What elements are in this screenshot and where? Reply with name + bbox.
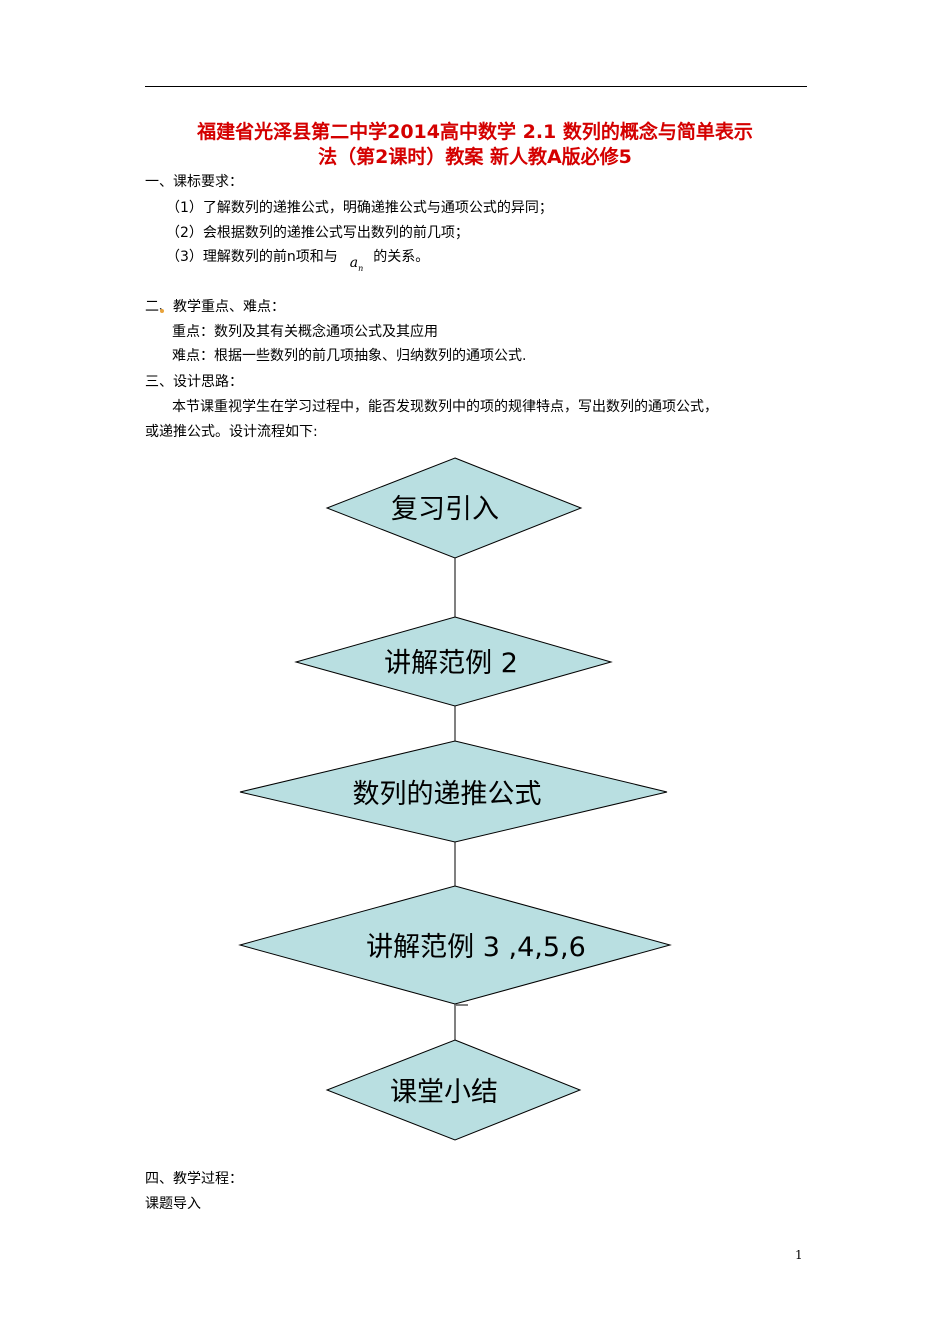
section1-item3: （3）理解数列的前n项和与 an 的关系。	[166, 247, 430, 273]
a-n-subscript: n	[358, 264, 364, 273]
document-title-line2: 法（第2课时）教案 新人教A版必修5	[318, 146, 632, 168]
diamond-step-3	[239, 740, 668, 843]
header-rule	[145, 86, 807, 87]
diamond-step-5	[325, 1039, 582, 1141]
step-label-5: 课堂小结	[390, 1077, 498, 1108]
section1-heading: 一、课标要求：	[145, 174, 243, 190]
section2-heading-text: 二、教学重点、难点：	[145, 299, 285, 315]
section4-sub: 课题导入	[145, 1196, 201, 1212]
section4-heading: 四、教学过程：	[145, 1171, 243, 1187]
document-title-line1: 福建省光泽县第二中学2014高中数学 2.1 数列的概念与简单表示	[197, 121, 753, 143]
key-point: 重点：数列及其有关概念通项公式及其应用	[172, 324, 438, 340]
section1-item1: （1）了解数列的递推公式，明确递推公式与通项公式的异同；	[166, 200, 553, 216]
section3-heading: 三、设计思路：	[145, 374, 243, 390]
item3-text-after: 的关系。	[373, 249, 430, 265]
diamond-step-1	[325, 457, 583, 559]
section2-heading: 二、教学重点、难点：	[145, 297, 285, 317]
section1-item2: （2）会根据数列的递推公式写出数列的前几项；	[166, 225, 469, 241]
marker-dot	[160, 309, 164, 313]
page-number: 1	[795, 1248, 803, 1262]
step-label-1: 复习引入	[391, 494, 499, 525]
diamond-step-4	[238, 885, 672, 1005]
design-para-line2: 或递推公式。设计流程如下:	[145, 424, 318, 440]
difficulty-point: 难点：根据一些数列的前几项抽象、归纳数列的通项公式.	[172, 348, 527, 364]
step-label-3: 数列的递推公式	[353, 779, 542, 810]
a-n-symbol: a	[349, 255, 359, 271]
diamond-step-2	[294, 616, 613, 707]
design-para-line1: 本节课重视学生在学习过程中，能否发现数列中的项的规律特点，写出数列的通项公式，	[172, 399, 718, 415]
item3-text-before: （3）理解数列的前n项和与	[166, 249, 338, 265]
step-label-4: 讲解范例 3 ,4,5,6	[366, 932, 586, 963]
step-label-2: 讲解范例 2	[384, 648, 518, 679]
